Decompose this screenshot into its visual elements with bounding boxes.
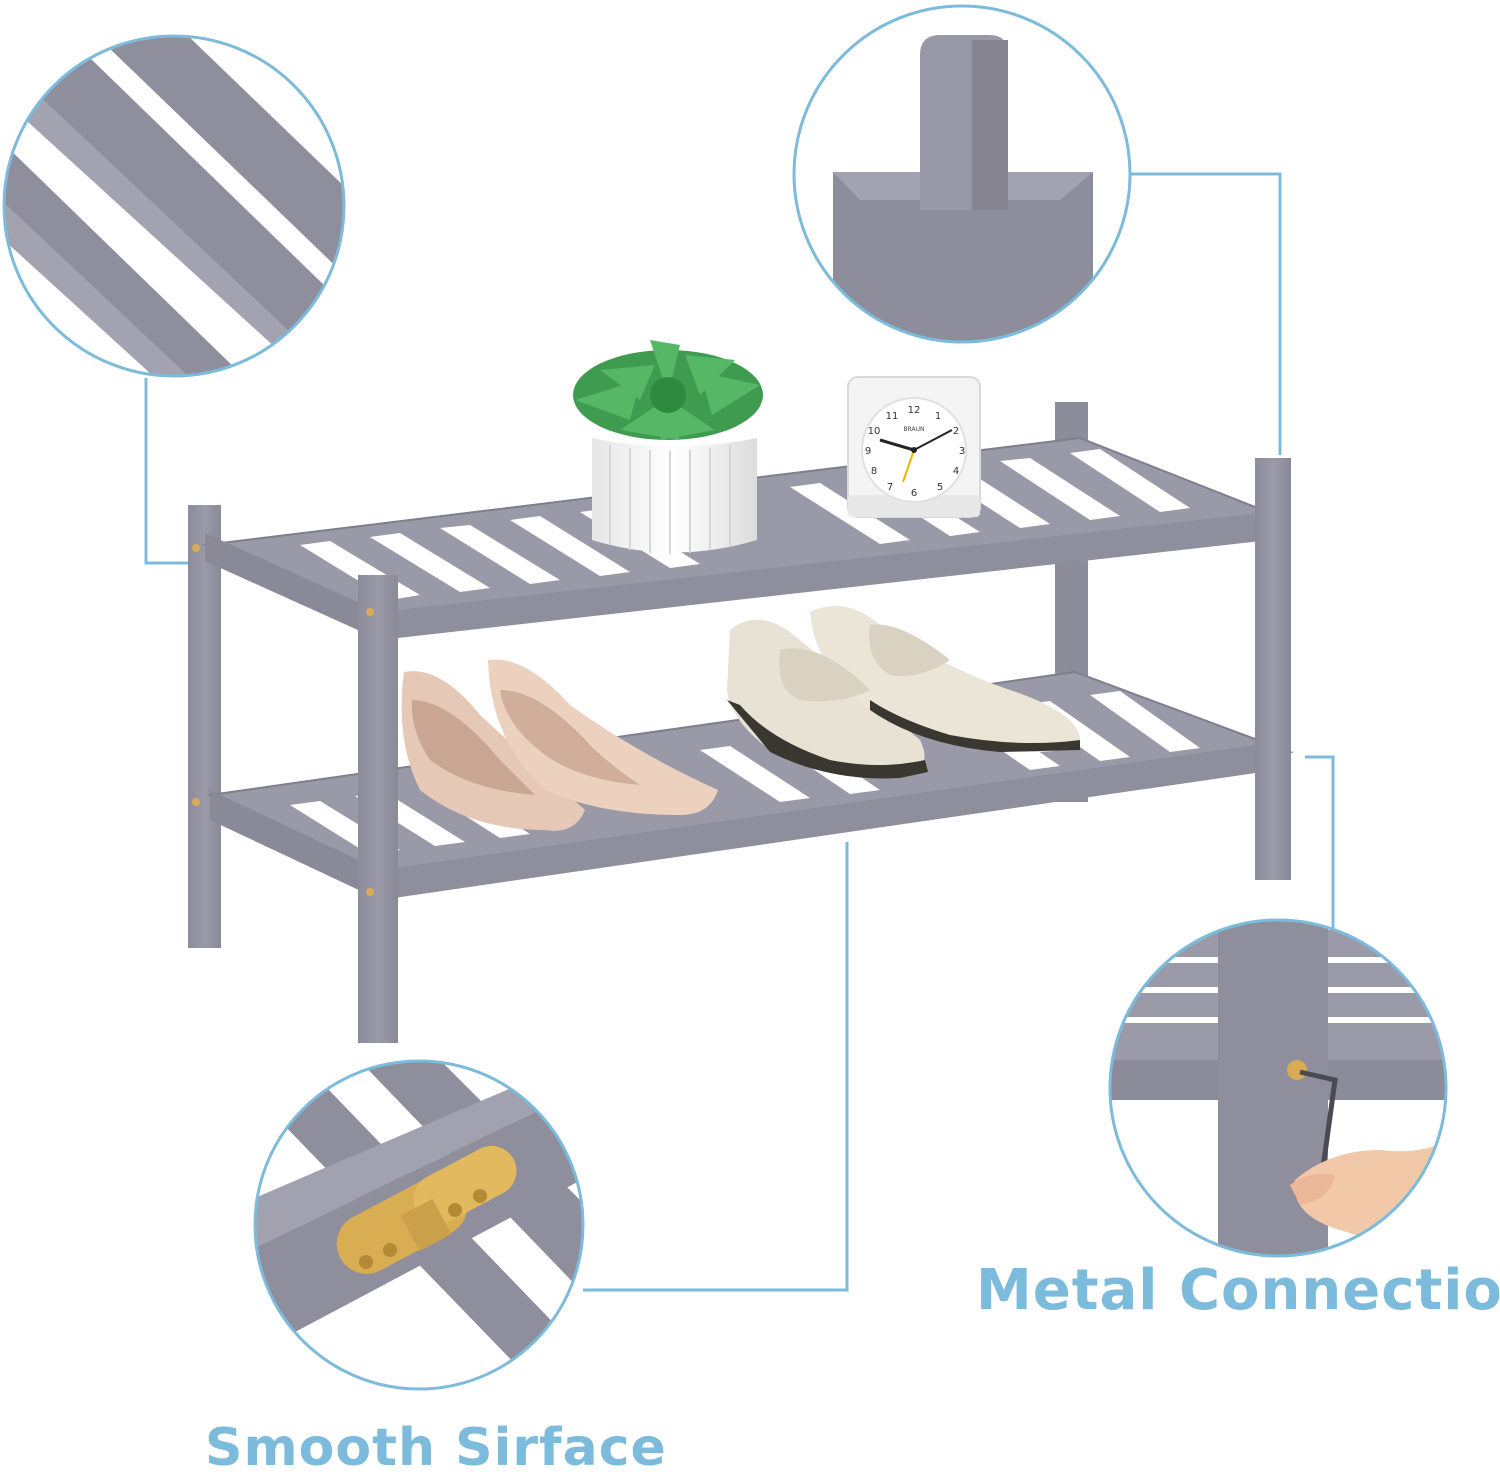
clock-numeral-6: 6 [911,488,917,499]
beige-flats [401,659,718,831]
clock-numeral-5: 5 [937,482,943,493]
detail-circle-post-peg [794,6,1130,342]
clock-numeral-8: 8 [871,466,877,477]
caption-metal-connection: Metal Connection [976,1258,1500,1323]
detail-circle-screw [1110,920,1446,1256]
clock-numeral-3: 3 [959,446,965,457]
caption-smooth-surface: Smooth Sirface [205,1418,667,1478]
potted-succulent [573,340,763,554]
clock-brand: BRAUN [903,426,924,433]
clock-numeral-11: 11 [886,411,899,422]
cream-loafers [727,605,1081,779]
detail-circle-hinge [255,1061,583,1389]
clock-numeral-10: 10 [868,426,881,437]
alarm-clock: 12 1 2 3 4 5 6 7 8 9 10 11 BRAUN [847,376,981,518]
clock-numeral-1: 1 [935,411,941,422]
brass-hinge [336,1145,517,1274]
clock-numeral-9: 9 [865,446,871,457]
clock-numeral-7: 7 [887,482,893,493]
clock-numeral-4: 4 [953,466,959,477]
detail-circle-slats [4,36,344,376]
clock-numeral-12: 12 [908,405,921,416]
clock-numeral-2: 2 [953,426,959,437]
